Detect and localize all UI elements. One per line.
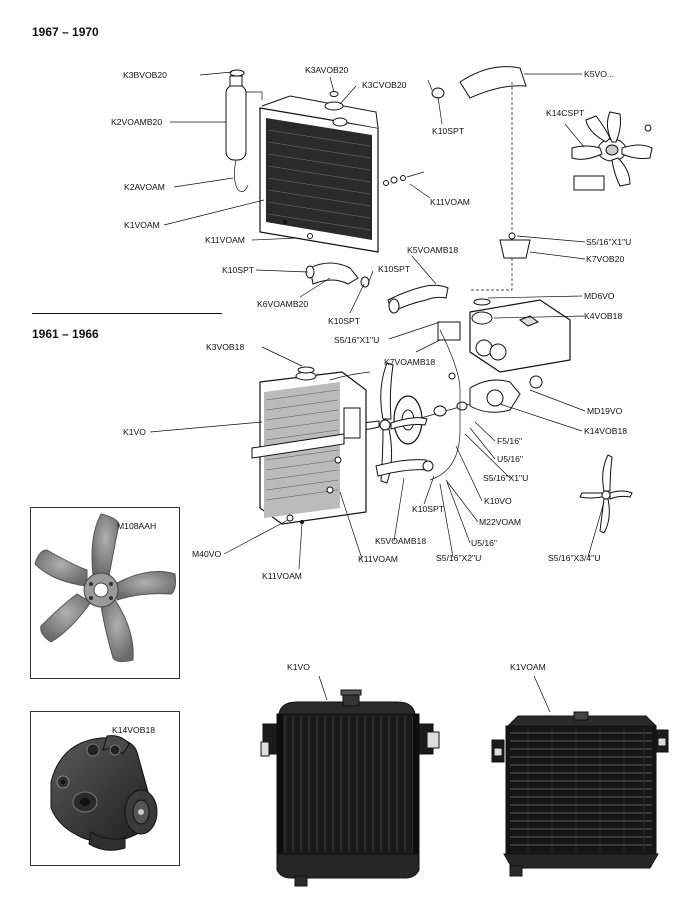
label-k3bvob20: K3BVOB20: [123, 70, 167, 80]
label-k6voamb20: K6VOAMB20: [257, 299, 308, 309]
inset-water-pump-k14vob18: K14VOB18: [30, 711, 180, 866]
label-s5-16x3-4u: S5/16"X3/4"U: [548, 553, 600, 563]
label-k3cvob20: K3CVOB20: [362, 80, 407, 90]
label-k10spt-c: K10SPT: [378, 264, 411, 274]
label-k10vo: K10VO: [484, 496, 512, 506]
inset-fan-label: M108AAH: [117, 521, 156, 531]
leader-lines: [149, 71, 605, 570]
label-u5-16-a: U5/16": [497, 454, 523, 464]
label-k5voamb18-b: K5VOAMB18: [375, 536, 426, 546]
label-s5-16x1u-b: S5/16"X1"U: [334, 335, 379, 345]
label-u5-16-b: U5/16": [471, 538, 497, 548]
section-title-1967-1970: 1967 – 1970: [32, 25, 99, 39]
label-k14vob18-diagram: K14VOB18: [584, 426, 627, 436]
label-k1vo-diagram: K1VO: [123, 427, 146, 437]
fan-s5-bolt-drawing: [579, 454, 633, 534]
label-k11voam-b: K11VOAM: [430, 197, 470, 207]
water-pump-photo: K14VOB18: [50, 725, 158, 851]
label-m22voam: M22VOAM: [479, 517, 521, 527]
label-k2avoam: K2AVOAM: [124, 182, 165, 192]
label-k3avob20: K3AVOB20: [305, 65, 349, 75]
part-labels: K3BVOB20 K2VOAMB20 K2AVOAM K1VOAM K11VOA…: [111, 65, 631, 581]
label-k10spt-a: K10SPT: [222, 265, 255, 275]
label-k10spt-d: K10SPT: [412, 504, 445, 514]
label-k14cspt: K14CSPT: [546, 108, 585, 118]
label-k11voam-d: K11VOAM: [358, 554, 398, 564]
fan-k14cspt-drawing: [571, 111, 653, 191]
label-md6vo: MD6VO: [584, 291, 615, 301]
label-k10spt-top: K10SPT: [432, 126, 465, 136]
inset-fan-m108aah: M108AAH: [30, 507, 180, 679]
label-s5-16x1u-a: S5/16"X1"U: [586, 237, 631, 247]
label-k3vob18: K3VOB18: [206, 342, 244, 352]
radiator-1967-drawing: [225, 66, 531, 291]
label-k4vob18: K4VOB18: [584, 311, 622, 321]
label-m40vo: M40VO: [192, 549, 221, 559]
water-pump-engine-drawing: [387, 284, 571, 481]
photo-k1voam-label: K1VOAM: [510, 662, 546, 672]
section-divider: [32, 313, 222, 314]
label-k7vob20: K7VOB20: [586, 254, 624, 264]
label-k5vo: K5VO...: [584, 69, 614, 79]
label-s5-16x2u: S5/16"X2"U: [436, 553, 481, 563]
radiator-photo-k1voam: K1VOAM: [491, 662, 669, 877]
label-md19vo: MD19VO: [587, 406, 623, 416]
label-f5-16: F5/16": [497, 436, 522, 446]
label-k11voam-a: K11VOAM: [205, 235, 245, 245]
label-k1voam: K1VOAM: [124, 220, 160, 230]
label-k10spt-b: K10SPT: [328, 316, 361, 326]
label-s5-16x1u-c: S5/16"X1"U: [483, 473, 528, 483]
photo-k1vo-label: K1VO: [287, 662, 310, 672]
label-k11voam-c: K11VOAM: [262, 571, 302, 581]
label-k5voamb18-a: K5VOAMB18: [407, 245, 458, 255]
label-k2voamb20: K2VOAMB20: [111, 117, 162, 127]
fan-photo: M108AAH: [34, 513, 176, 663]
radiator-1961-drawing: [251, 366, 434, 525]
radiator-photo-k1vo: K1VO: [260, 662, 440, 887]
inset-pump-label: K14VOB18: [112, 725, 155, 735]
label-k7voamb18: K7VOAMB18: [384, 357, 435, 367]
section-title-1961-1966: 1961 – 1966: [32, 327, 99, 341]
